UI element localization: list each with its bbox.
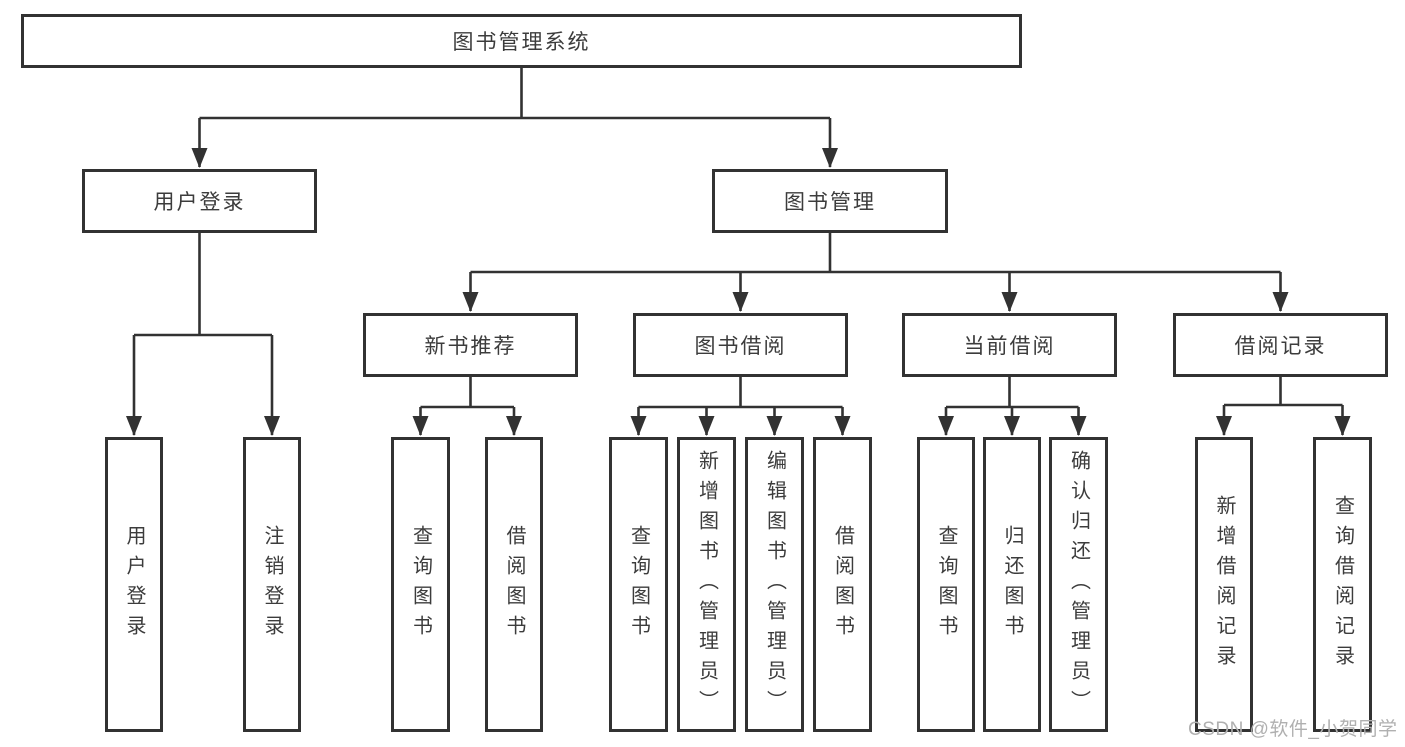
node-root-label: 图书管理系统 — [452, 31, 591, 54]
leaf-cb-return-books-label: 归还图书 — [1001, 524, 1023, 645]
leaf-br-query-record-label: 查询借阅记录 — [1331, 494, 1354, 675]
node-book-borrow-label: 图书借阅 — [694, 335, 787, 358]
leaf-bb-borrow-books: 借阅图书 — [813, 437, 872, 732]
node-borrow-records-label: 借阅记录 — [1234, 335, 1327, 358]
csdn-watermark: CSDN @软件_小贺同学 — [1188, 719, 1398, 740]
leaf-bb-add-books-label: 新增图书（管理员） — [695, 449, 718, 720]
node-book-management: 图书管理 — [712, 169, 948, 233]
node-borrow-records: 借阅记录 — [1173, 313, 1388, 377]
leaf-nb-query-books: 查询图书 — [391, 437, 450, 732]
node-user-login: 用户登录 — [82, 169, 317, 233]
leaf-logout: 注销登录 — [243, 437, 301, 732]
leaf-user-login: 用户登录 — [105, 437, 163, 732]
leaf-cb-return-books: 归还图书 — [983, 437, 1041, 732]
node-new-book-recommend-label: 新书推荐 — [424, 335, 517, 358]
leaf-cb-confirm-return-label: 确认归还（管理员） — [1067, 449, 1090, 720]
leaf-user-login-label: 用户登录 — [123, 524, 145, 645]
leaf-cb-query-books-label: 查询图书 — [935, 524, 957, 645]
node-current-borrow: 当前借阅 — [902, 313, 1117, 377]
leaf-cb-query-books: 查询图书 — [917, 437, 975, 732]
leaf-bb-query-books: 查询图书 — [609, 437, 668, 732]
node-root: 图书管理系统 — [21, 14, 1022, 68]
leaf-br-query-record: 查询借阅记录 — [1313, 437, 1372, 732]
leaf-br-add-record-label: 新增借阅记录 — [1213, 494, 1235, 675]
leaf-nb-query-books-label: 查询图书 — [409, 524, 432, 645]
leaf-bb-edit-books: 编辑图书（管理员） — [745, 437, 804, 732]
node-book-borrow: 图书借阅 — [633, 313, 848, 377]
node-book-management-label: 图书管理 — [784, 191, 876, 214]
leaf-nb-borrow-books-label: 借阅图书 — [503, 524, 525, 645]
node-current-borrow-label: 当前借阅 — [963, 335, 1056, 358]
leaf-bb-add-books: 新增图书（管理员） — [677, 437, 736, 732]
leaf-cb-confirm-return: 确认归还（管理员） — [1049, 437, 1108, 732]
leaf-bb-edit-books-label: 编辑图书（管理员） — [763, 449, 786, 720]
leaf-logout-label: 注销登录 — [261, 524, 283, 645]
leaf-nb-borrow-books: 借阅图书 — [485, 437, 543, 732]
node-user-login-label: 用户登录 — [153, 191, 246, 214]
leaf-bb-borrow-books-label: 借阅图书 — [831, 524, 854, 645]
node-new-book-recommend: 新书推荐 — [363, 313, 578, 377]
leaf-br-add-record: 新增借阅记录 — [1195, 437, 1253, 732]
leaf-bb-query-books-label: 查询图书 — [627, 524, 650, 645]
